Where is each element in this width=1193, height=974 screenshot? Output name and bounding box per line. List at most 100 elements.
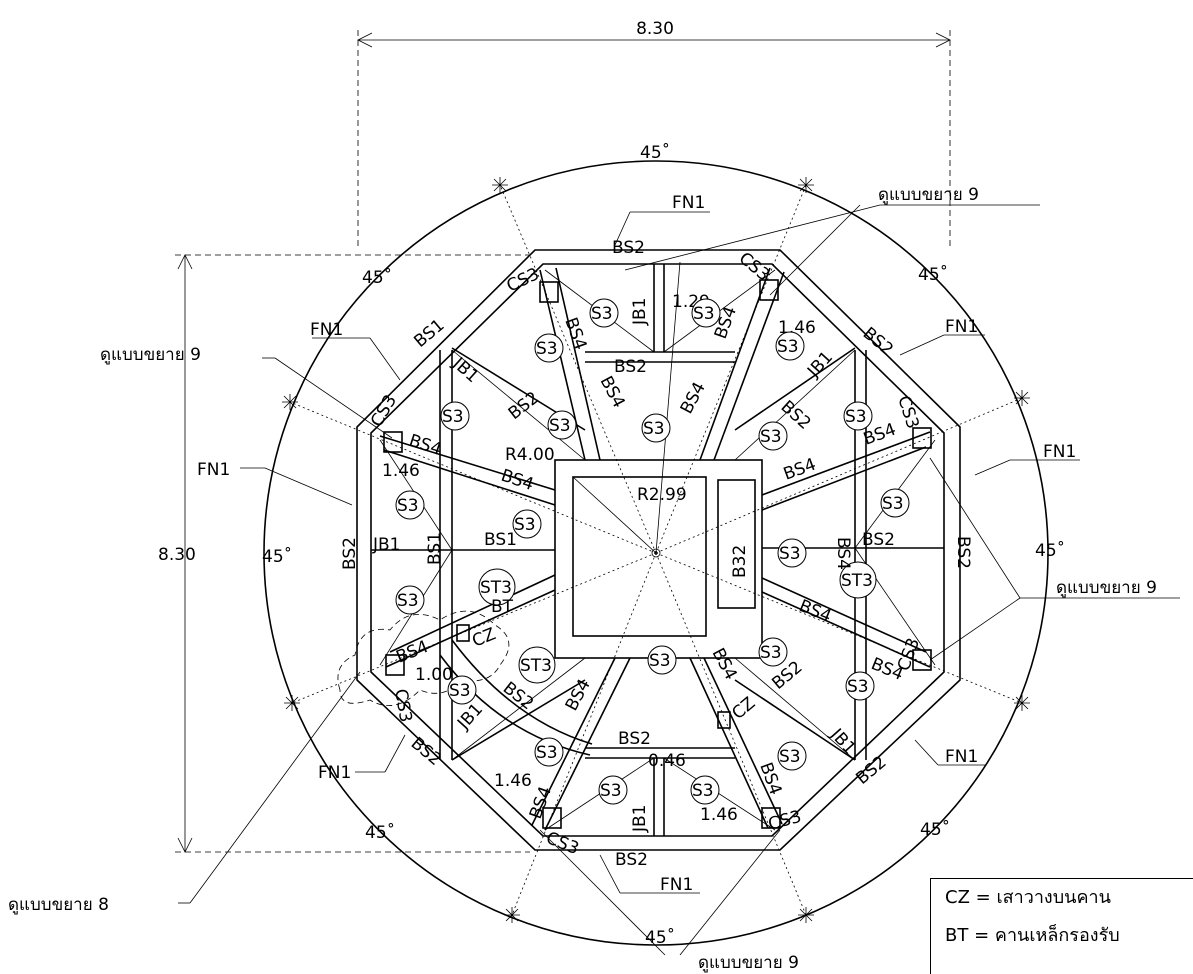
slab-s3: S3 [512, 509, 542, 539]
beam-label: BS2 [505, 388, 543, 424]
slab-s3: S3 [777, 538, 807, 568]
beam-label: CS3 [766, 807, 804, 835]
svg-text:S3: S3 [777, 337, 799, 357]
legend-code: BT [945, 925, 969, 946]
angle-top-left: 45˚ [362, 267, 392, 288]
svg-text:S3: S3 [397, 591, 419, 611]
fn1-left: FN1 [197, 460, 230, 480]
detail-callout-bottom-left: ดูแบบขยาย 8 [8, 895, 109, 915]
svg-text:S3: S3 [847, 677, 869, 697]
beam-label: BS1 [425, 532, 445, 565]
revision-clouds [337, 610, 510, 707]
slab-s3: S3 [534, 333, 564, 363]
beam-label: BS1 [484, 530, 517, 550]
octagon-inner [370, 263, 945, 837]
beam-label: BS4 [596, 373, 629, 412]
slab-bubbles: S3 S3 S3 S3 S3 S3 S3 S3 S3 S3 S3 S3 S3 S… [395, 298, 910, 805]
height-dimension: 8.30 [158, 254, 530, 853]
fn1-top-left: FN1 [310, 320, 343, 340]
slab-s3: S3 [598, 775, 628, 805]
detail-callout-right: ดูแบบขยาย 9 [1056, 578, 1157, 598]
beam-label: BS4 [393, 637, 431, 668]
fn1-bottom-left: FN1 [318, 763, 351, 783]
slab-s3: S3 [440, 401, 470, 431]
slab-s3: S3 [880, 488, 910, 518]
measure-4: 1.46 [494, 771, 532, 791]
measure-6: 0.46 [648, 751, 686, 771]
beam-label: CS3 [543, 828, 582, 859]
circle-star-markers [282, 177, 1030, 923]
beam-label: B32 [730, 545, 750, 578]
slab-st3: ST3 [478, 568, 516, 606]
corner-columns [383, 279, 932, 829]
beam-label: CS3 [894, 635, 924, 673]
beam-label: BS4 [498, 466, 536, 495]
slab-s3: S3 [447, 675, 477, 705]
legend-desc: เสาวางบนคาน [996, 887, 1111, 908]
curved-beam-2 [451, 639, 593, 745]
fn1-bottom-right: FN1 [945, 747, 978, 767]
legend-row-cz: CZ = เสาวางบนคาน [931, 879, 1193, 917]
angle-bottom-left: 45˚ [365, 822, 395, 843]
svg-text:S3: S3 [779, 544, 801, 564]
angle-top-right: 45˚ [918, 264, 948, 285]
svg-text:S3: S3 [643, 419, 665, 439]
slab-s3: S3 [843, 401, 873, 431]
fn1-bottom: FN1 [660, 875, 693, 895]
angle-bottom-right: 45˚ [920, 819, 950, 840]
svg-text:ST3: ST3 [520, 656, 552, 676]
svg-text:S3: S3 [514, 515, 536, 535]
legend-code: CZ [945, 887, 970, 908]
beam-label: BS2 [862, 530, 895, 550]
slab-st3: ST3 [518, 646, 556, 684]
beam-label: BS4 [677, 379, 710, 418]
measure-5: 1.46 [700, 805, 738, 825]
svg-text:S3: S3 [845, 407, 867, 427]
angle-bottom: 45˚ [645, 927, 675, 948]
beam-label: JB1 [448, 353, 483, 387]
beam-label: BS2 [407, 734, 445, 771]
outer-circle [263, 160, 1049, 946]
beam-label: BT [491, 597, 514, 617]
beam-label: BS2 [340, 537, 360, 570]
svg-text:S3: S3 [649, 651, 671, 671]
svg-text:S3: S3 [760, 643, 782, 663]
fn1-top-right: FN1 [945, 317, 978, 337]
callout-leaders [178, 204, 1180, 956]
svg-text:S3: S3 [882, 494, 904, 514]
beam-label: JB1 [630, 805, 650, 834]
beam-label: CS3 [390, 687, 416, 723]
radius-outer: R4.00 [505, 445, 555, 465]
slab-s3: S3 [641, 413, 671, 443]
beam-label: BS2 [612, 238, 645, 258]
angle-left: 45˚ [262, 546, 292, 567]
svg-text:S3: S3 [591, 304, 613, 324]
svg-text:S3: S3 [536, 339, 558, 359]
fn1-top: FN1 [672, 193, 705, 213]
octagon-outer [356, 249, 961, 851]
beam-label: BS4 [781, 455, 819, 485]
beam-label: BS2 [953, 536, 973, 569]
legend-row-bt: BT = คานเหล็กรองรับ [931, 917, 1193, 955]
beam-label: BS1 [410, 315, 448, 352]
beam-label: JB1 [803, 348, 837, 383]
beam-label: BS2 [499, 678, 537, 714]
slab-s3: S3 [647, 645, 677, 675]
svg-text:S3: S3 [549, 416, 571, 436]
beam-label: CZ [469, 624, 498, 651]
detail-callout-left: ดูแบบขยาย 9 [100, 345, 201, 365]
svg-text:ST3: ST3 [841, 571, 873, 591]
detail-callout-bottom: ดูแบบขยาย 9 [698, 953, 799, 973]
detail-callout-top: ดูแบบขยาย 9 [878, 185, 979, 205]
radius-inner: R2.99 [637, 485, 687, 505]
measure-7: 1.00 [415, 665, 453, 685]
beam-label: BS4 [560, 315, 590, 353]
beam-label: JB1 [630, 298, 650, 327]
angle-top: 45˚ [640, 142, 670, 163]
legend-eq: = [975, 887, 991, 908]
slab-s3: S3 [690, 775, 720, 805]
svg-text:S3: S3 [692, 781, 714, 801]
beam-label: BS2 [618, 729, 651, 749]
slab-s3: S3 [691, 298, 721, 328]
